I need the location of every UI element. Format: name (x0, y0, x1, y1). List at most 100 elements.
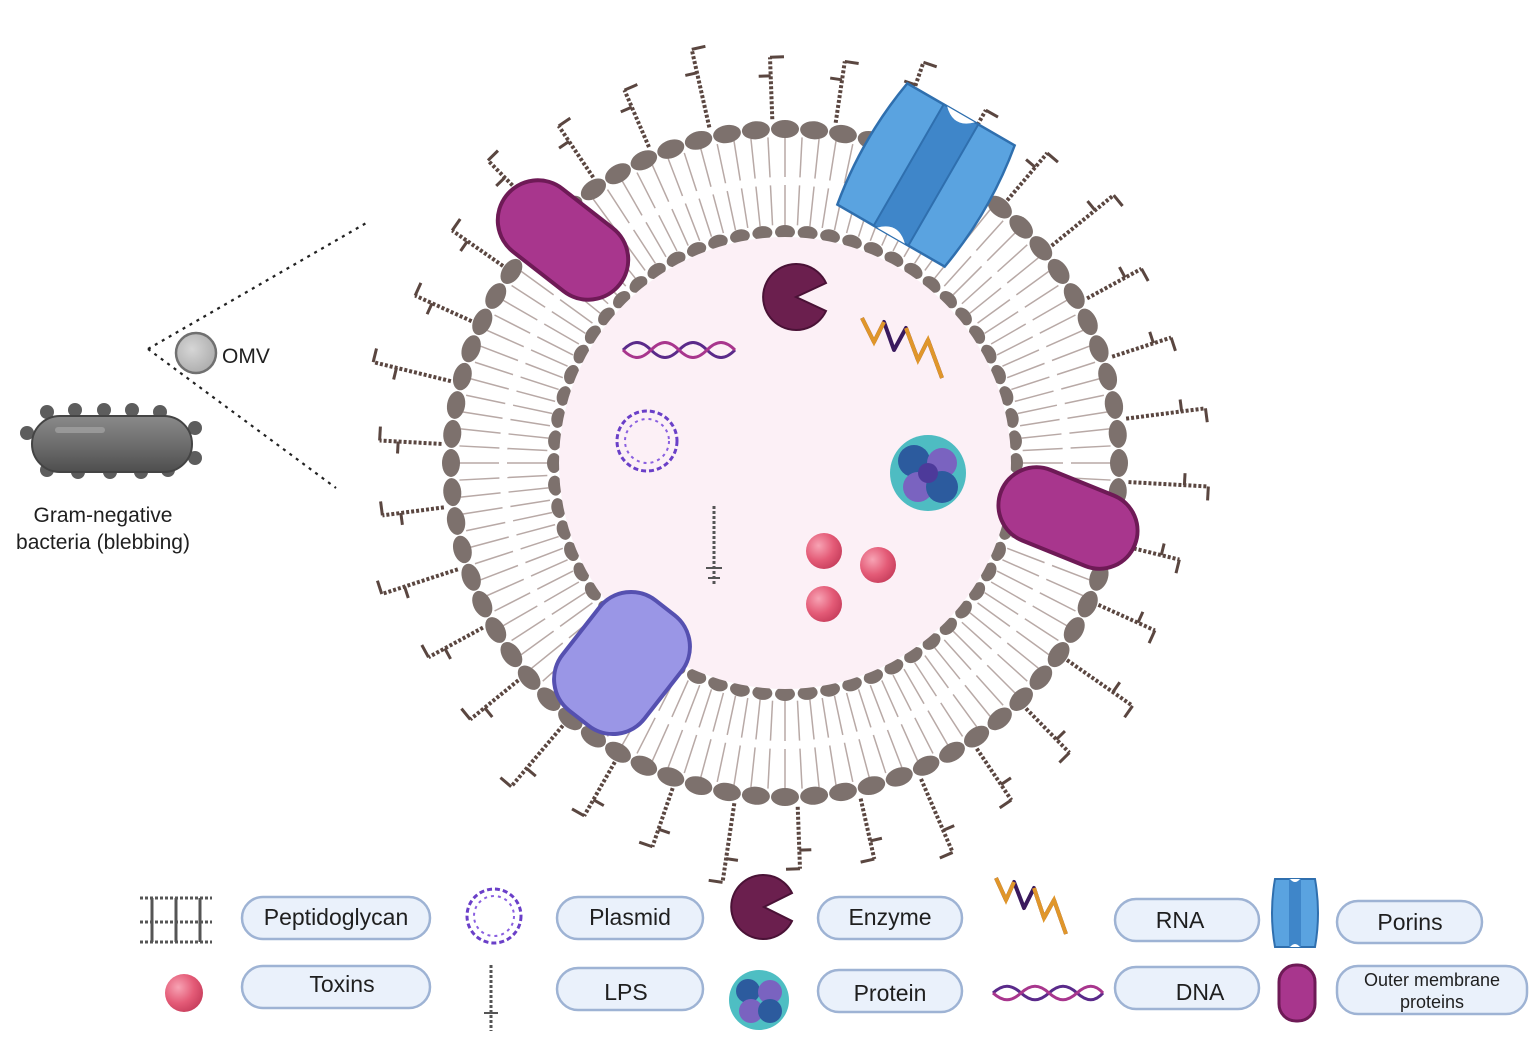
lipid-head-inner (820, 682, 840, 697)
lipid-tail-inner (510, 499, 551, 508)
lipid-tail-outer (511, 618, 546, 642)
lipid-tail-inner (551, 591, 586, 616)
lipid-tail-outer (459, 477, 500, 481)
lipid-head-inner (775, 687, 795, 701)
lipid-tail-outer (716, 742, 727, 783)
lipid-tail-inner (755, 699, 761, 740)
lipid-tail-inner (520, 535, 559, 550)
lipid-tail-outer (621, 180, 643, 216)
lipid-tail-inner (530, 559, 568, 577)
porin-protein (835, 81, 1017, 269)
lps-chain (1097, 603, 1156, 633)
lps-branch (459, 240, 469, 252)
lipid-tail-inner (698, 198, 713, 237)
lipid-tail-inner (924, 655, 950, 689)
bacteria-label-line1: Gram-negative (34, 504, 173, 527)
lipid-tail-inner (740, 697, 749, 738)
lipid-tail-outer (1006, 257, 1039, 284)
lipid-tail-inner (821, 697, 830, 738)
lipid-tail-outer (486, 329, 525, 348)
lipid-tail-outer (1064, 394, 1105, 405)
lipid-tail-inner (684, 684, 701, 723)
lipid-tail-outer (952, 693, 978, 728)
lipid-tail-outer (814, 138, 820, 179)
lipid-tail-inner (952, 630, 983, 661)
legend-protein-label: Protein (854, 980, 927, 1006)
lipid-tail-outer (683, 152, 698, 192)
lps-chains (371, 44, 1210, 884)
lipid-tail-inner (996, 336, 1034, 356)
lipid-tail-inner (536, 570, 574, 590)
lipid-tail-inner (512, 511, 553, 522)
lipid-head-outer (713, 782, 741, 802)
lps-branch (1182, 473, 1187, 486)
lipid-tail-outer (1006, 642, 1039, 669)
lps-branch (623, 83, 638, 92)
lipid-head-outer (472, 308, 493, 336)
lps-branch (396, 441, 400, 454)
lipid-tail-inner (1019, 418, 1060, 427)
lps-chain (650, 787, 675, 848)
lipid-head-outer (1029, 665, 1053, 690)
lps-branch (495, 176, 506, 188)
lipid-tail-outer (1051, 564, 1090, 581)
lipid-head-inner (551, 408, 566, 428)
lipid-tail-outer (767, 137, 771, 178)
lipid-tail-outer (667, 158, 684, 197)
lps-chain (1050, 193, 1115, 248)
lps-branch (708, 878, 723, 884)
lipid-tail-outer (975, 220, 1004, 251)
lps-chain (975, 747, 1014, 802)
lipid-head-outer (741, 121, 770, 140)
lipid-tail-outer (843, 143, 854, 184)
lipid-head-outer (630, 755, 658, 776)
lipid-tail-inner (952, 265, 983, 296)
lipid-head-inner (730, 229, 750, 244)
lps-branch (443, 647, 452, 660)
lps-branch (1203, 408, 1209, 423)
lipid-tail-inner (684, 203, 701, 242)
lipid-tail-outer (1051, 345, 1090, 362)
lipid-tail-outer (1056, 361, 1096, 376)
lipid-tail-outer (465, 394, 506, 405)
dna-cargo (621, 341, 737, 359)
legend-dna-label: DNA (1176, 979, 1225, 1005)
lps-branch (620, 105, 633, 114)
lipid-head-outer (630, 150, 658, 171)
lps-branch (1159, 543, 1166, 556)
lipid-tail-inner (892, 674, 912, 712)
lipid-head-outer (800, 121, 829, 140)
legend-peptidoglycan-pill (240, 895, 432, 941)
legend: Peptidoglycan Plasmid Enzyme RNA Porins (140, 874, 1529, 1031)
legend-toxins-label: Toxins (309, 971, 374, 997)
lipid-tail-outer (462, 411, 503, 420)
lipid-tail-outer (462, 506, 503, 515)
lipid-tail-inner (525, 362, 564, 379)
lps-cargo (706, 506, 722, 586)
lipid-head-inner (842, 234, 862, 250)
lipid-tail-outer (469, 377, 509, 390)
lipid-tail-outer (474, 550, 514, 565)
legend-omp-label-line1: Outer membrane (1364, 970, 1500, 990)
lps-branch (483, 706, 494, 718)
lipid-tail-outer (858, 739, 871, 779)
lipid-tail-inner (698, 689, 713, 728)
lipid-tail-inner (977, 298, 1011, 324)
lps-branch (420, 644, 430, 658)
lipid-head-outer (500, 641, 523, 668)
lps-branch (939, 851, 954, 860)
lps-branch (1000, 776, 1012, 786)
lipid-head-inner (548, 430, 563, 451)
legend-plasmid-label: Plasmid (589, 904, 671, 930)
lipid-tail-inner (934, 647, 961, 680)
lps-branch (769, 55, 785, 59)
lipid-tail-inner (559, 298, 593, 324)
lipid-tail-outer (986, 231, 1017, 262)
lps-branch (413, 282, 423, 297)
outer-membrane-protein-top-left (495, 178, 631, 302)
lipid-head-outer (1063, 617, 1085, 643)
lipid-head-inner (708, 234, 728, 250)
lps-chain (381, 567, 459, 596)
lipid-tail-outer (636, 717, 656, 754)
